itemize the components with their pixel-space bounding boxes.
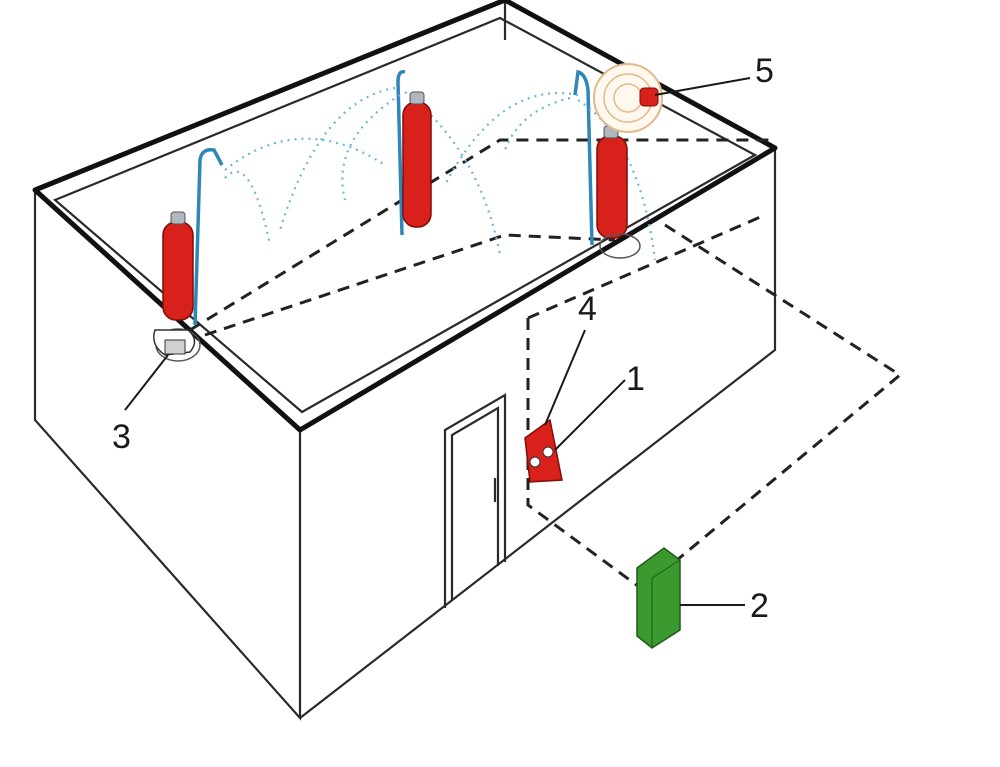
callout-3: 3 [112, 418, 131, 456]
callout-numbers: 1 2 3 4 5 [112, 52, 774, 625]
pipe-left [193, 147, 224, 326]
door-inner-frame [450, 406, 500, 600]
door [443, 393, 507, 608]
cylinder-middle [402, 91, 432, 228]
smoke-detector [593, 63, 663, 133]
cable-ceiling-loop [189, 138, 770, 332]
roof-outer-edge [32, 0, 778, 433]
spray-mid-1 [278, 86, 396, 231]
spray-right-3 [503, 96, 571, 151]
room-front-right-wall [299, 148, 777, 719]
leader-1 [554, 379, 626, 451]
cable-wall-top [527, 213, 766, 320]
leader-5 [654, 77, 751, 96]
leader-3 [124, 354, 169, 411]
spray-right-2 [577, 99, 657, 261]
cable-to-panel-right [664, 223, 903, 572]
alarm-device [524, 418, 563, 483]
cylinder-left [155, 211, 201, 362]
roof-inner-edge [52, 16, 758, 414]
release-device [153, 329, 196, 356]
room-front-left-wall [33, 190, 302, 721]
spray-left-2 [224, 170, 272, 246]
cable-ceiling-inner [204, 233, 616, 337]
door-frame [443, 393, 507, 608]
control-panel [636, 547, 681, 649]
callout-4: 4 [578, 290, 597, 328]
callout-1: 1 [626, 360, 645, 398]
leader-4 [544, 329, 586, 426]
room-roof [32, 0, 778, 433]
pipe-right [573, 69, 594, 246]
pipes [193, 69, 594, 326]
callout-5: 5 [755, 52, 774, 90]
pipe-middle [396, 69, 406, 236]
spray-left-1 [224, 137, 386, 171]
cable-wall-vertical [526, 318, 651, 597]
leader-lines [124, 77, 751, 606]
cabling [189, 138, 903, 597]
callout-2: 2 [750, 587, 769, 625]
